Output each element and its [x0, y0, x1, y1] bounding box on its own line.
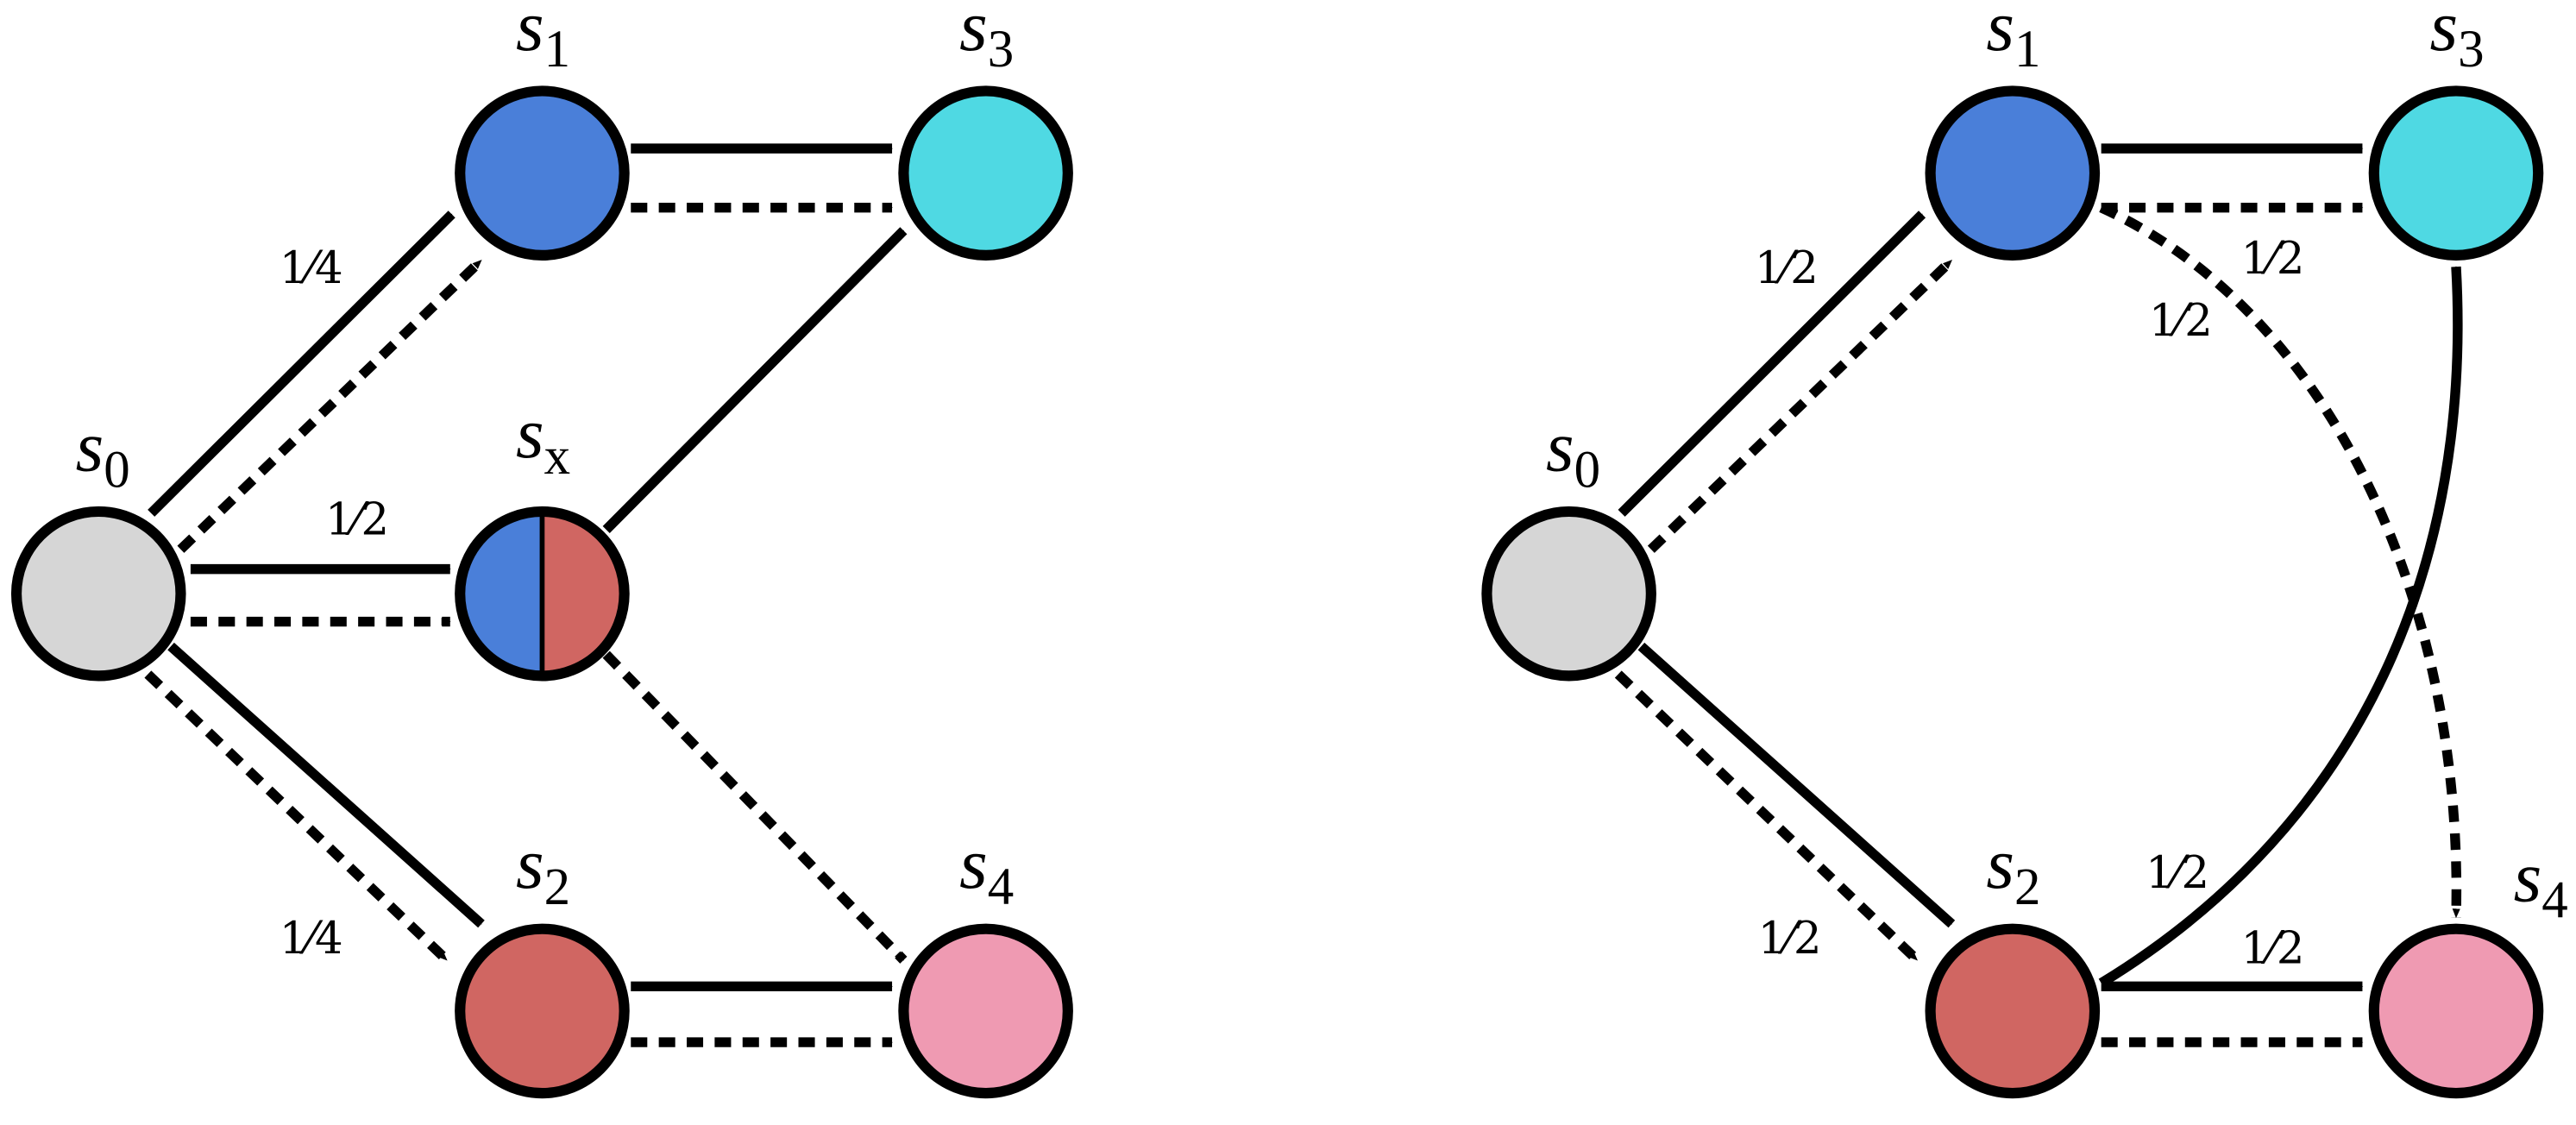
left-edge-s0-s2-dotted — [144, 670, 450, 964]
left-diagram: s0 s1 s3 sx s2 s4 1⁄4 1⁄2 1⁄4 — [10, 0, 1073, 1099]
left-label-s3: s3 — [959, 0, 1014, 79]
right-edges — [1614, 143, 2463, 1047]
left-node-sx — [455, 506, 630, 682]
left-node-sx-right-half — [542, 511, 625, 676]
left-edge-s0-s1-dotted — [177, 256, 485, 553]
left-node-s4 — [898, 923, 1073, 1099]
left-label-s2: s2 — [516, 824, 570, 916]
right-prob-s0-s1: 1⁄2 — [1755, 242, 1819, 294]
right-edge-s0-s1-dotted — [1647, 256, 1956, 553]
left-edge-s0-s1-solid — [148, 211, 456, 517]
left-edge-s0-s2-solid — [167, 642, 485, 928]
left-prob-s0-s2: 1⁄4 — [280, 913, 343, 965]
left-edges — [144, 143, 908, 1047]
right-label-s3: s3 — [2430, 0, 2485, 79]
right-node-s0 — [1481, 506, 1656, 682]
left-node-s2 — [455, 923, 630, 1099]
left-label-sx: sx — [516, 393, 570, 486]
left-label-s0: s0 — [76, 406, 130, 499]
right-edge-s0-s2-solid — [1637, 642, 1956, 928]
right-prob-s1-s4: 1⁄2 — [2149, 295, 2213, 347]
left-node-s1 — [455, 85, 630, 261]
left-node-sx-left-half — [460, 511, 543, 676]
right-edge-s0-s1-solid — [1618, 211, 1926, 517]
left-node-s0 — [10, 506, 186, 682]
right-node-s2 — [1925, 923, 2101, 1099]
right-diagram: s0 s1 s3 s2 s4 1⁄2 1⁄2 1⁄2 1⁄2 1⁄2 1⁄2 — [1481, 0, 2568, 1099]
right-node-s4 — [2368, 923, 2544, 1099]
right-prob-s1-s3: 1⁄2 — [2241, 233, 2305, 285]
right-prob-s2-s3: 1⁄2 — [2146, 847, 2209, 899]
right-label-s4: s4 — [2514, 837, 2568, 929]
left-label-s1: s1 — [516, 0, 570, 79]
left-prob-s0-sx: 1⁄2 — [325, 494, 389, 546]
left-edge-sx-s4-dotted — [602, 650, 908, 964]
left-node-s3 — [898, 85, 1073, 261]
right-node-s1 — [1925, 85, 2101, 261]
right-edge-s1-s4-dotted — [2099, 203, 2462, 919]
right-prob-s0-s2: 1⁄2 — [1758, 913, 1822, 965]
left-prob-s0-s1: 1⁄4 — [280, 242, 343, 294]
left-label-s4: s4 — [959, 824, 1014, 916]
right-edge-s0-s2-dotted — [1614, 670, 1921, 964]
left-edge-sx-s3-solid — [602, 227, 908, 533]
right-prob-s2-s4: 1⁄2 — [2241, 923, 2305, 975]
right-label-s0: s0 — [1546, 406, 1600, 499]
right-edge-s2-s3-solid — [2098, 266, 2463, 988]
right-label-s1: s1 — [1986, 0, 2040, 79]
right-label-s2: s2 — [1986, 824, 2040, 916]
right-node-s3 — [2368, 85, 2544, 261]
